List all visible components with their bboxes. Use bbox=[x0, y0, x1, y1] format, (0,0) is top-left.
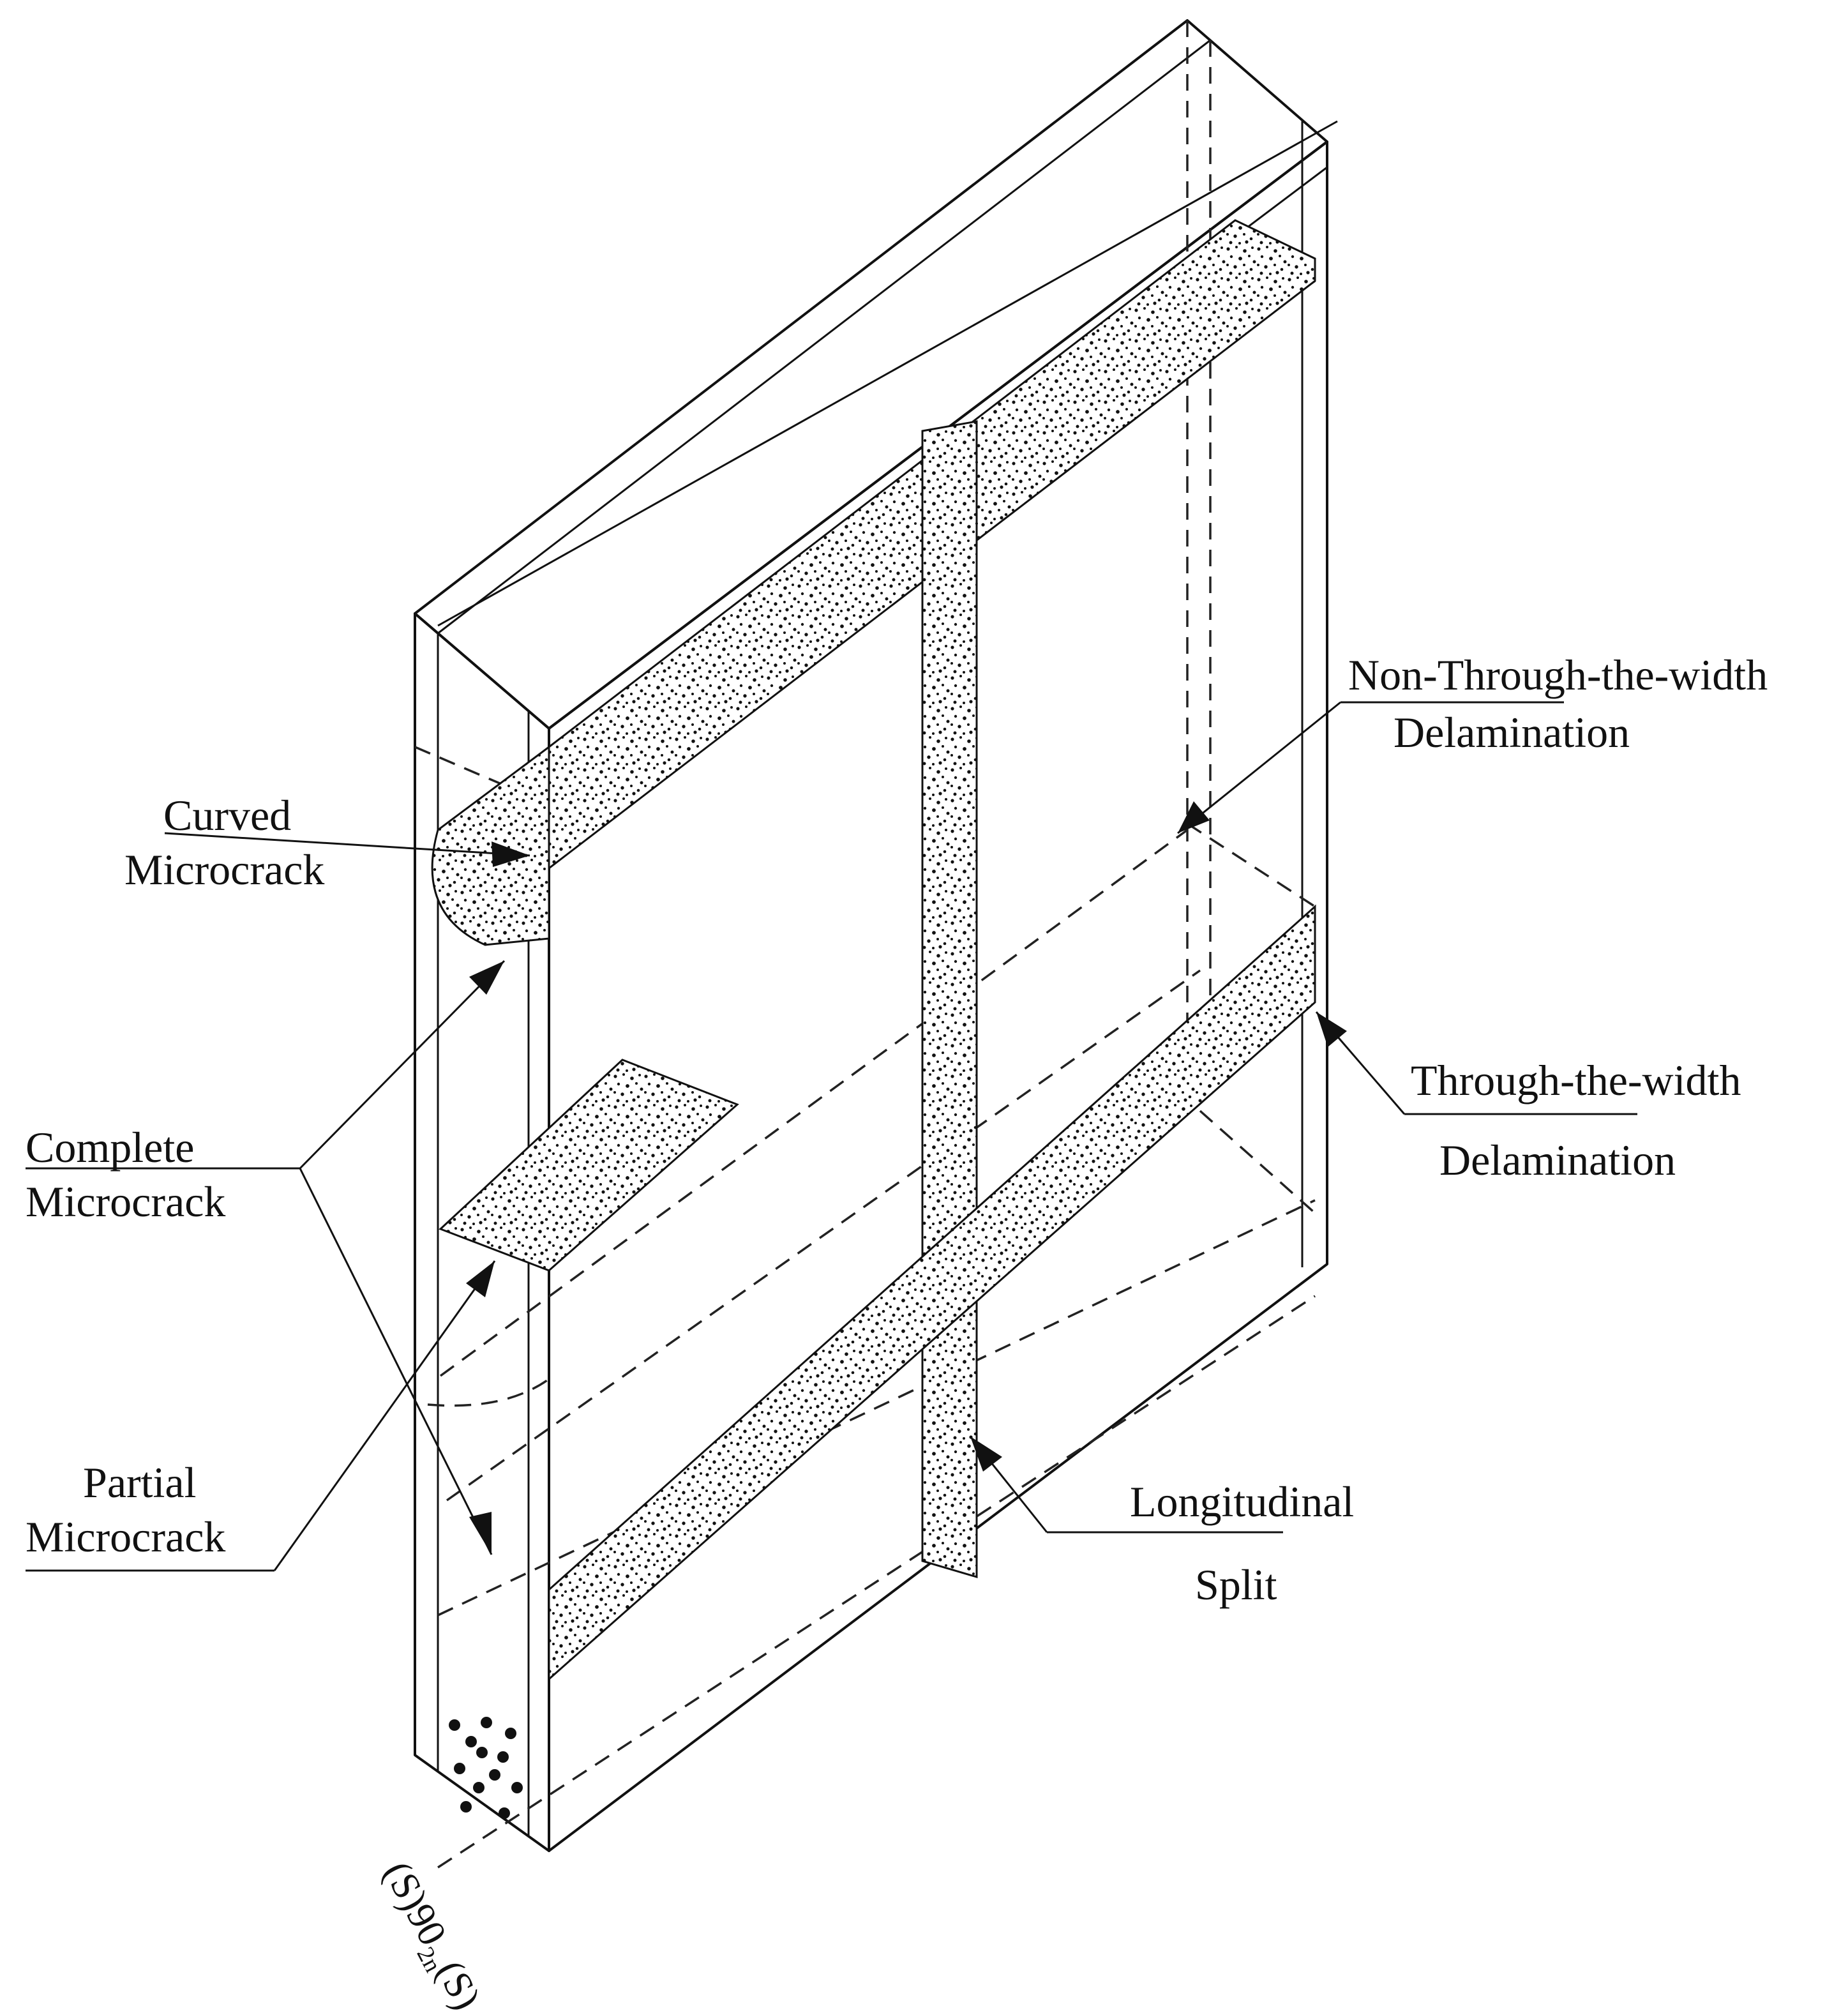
damage-regions bbox=[431, 219, 1316, 1819]
label-partial-line2: Microcrack bbox=[26, 1512, 225, 1561]
label-through-line1: Through-the-width bbox=[1411, 1056, 1741, 1105]
label-complete-line2: Microcrack bbox=[26, 1177, 225, 1226]
curved-microcrack bbox=[431, 745, 550, 946]
top-back-edge bbox=[437, 120, 1338, 627]
label-through-line2: Delamination bbox=[1439, 1136, 1676, 1184]
label-curved-line2: Microcrack bbox=[124, 845, 324, 894]
fibre-cross-sections bbox=[449, 1717, 523, 1819]
top-face-ply-line bbox=[437, 39, 1211, 635]
label-longitudinal-line1: Longitudinal bbox=[1130, 1477, 1354, 1526]
label-complete-line1: Complete bbox=[26, 1123, 194, 1172]
label-non-through-line1: Non-Through-the-width bbox=[1348, 651, 1768, 699]
partial-microcrack bbox=[439, 1059, 739, 1272]
label-longitudinal-line2: Split bbox=[1195, 1560, 1277, 1609]
leader-lines bbox=[26, 701, 1637, 1572]
label-curved-line1: Curved bbox=[163, 791, 291, 840]
label-non-through-line2: Delamination bbox=[1394, 708, 1630, 757]
label-partial-line1: Partial bbox=[83, 1458, 197, 1507]
ply-layup-label: (S)902n(S) bbox=[370, 1855, 489, 2013]
lower-microcrack-band bbox=[548, 904, 1316, 1682]
longitudinal-split bbox=[921, 420, 978, 1579]
